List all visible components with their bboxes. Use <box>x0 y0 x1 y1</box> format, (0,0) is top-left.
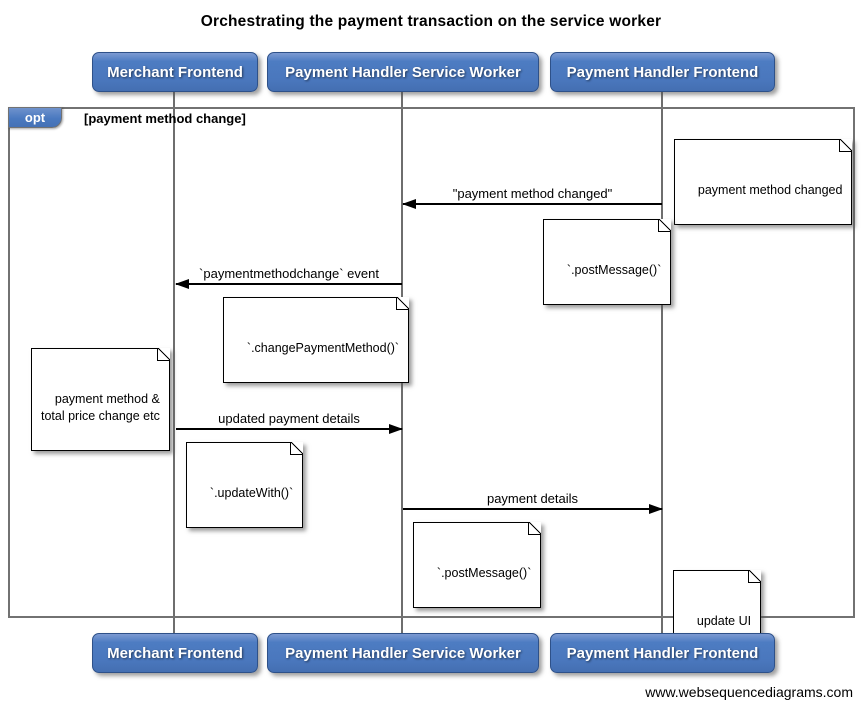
opt-operator-label: opt <box>24 110 46 125</box>
message-label: payment details <box>486 491 579 506</box>
note-text: update UI <box>696 614 752 628</box>
note-fold-icon <box>748 570 762 583</box>
note-text: `.postMessage()` <box>566 263 662 277</box>
opt-operator-tab: opt <box>8 107 62 128</box>
actor-label: Payment Handler Frontend <box>566 63 759 81</box>
arrowhead-left-icon <box>175 279 189 289</box>
message-paymentmethodchange-event: `paymentmethodchange` event <box>175 266 402 289</box>
actor-top-payment-handler-frontend: Payment Handler Frontend <box>550 52 775 92</box>
actor-label: Merchant Frontend <box>107 644 243 662</box>
opt-guard-label: [payment method change] <box>84 111 246 126</box>
message-label: `paymentmethodchange` event <box>199 266 379 281</box>
actor-top-payment-handler-service-worker: Payment Handler Service Worker <box>267 52 539 92</box>
note-postmessage-1: `.postMessage()` <box>543 219 672 305</box>
note-text: `.updateWith()` <box>209 486 294 500</box>
message-label: "payment method changed" <box>452 186 613 201</box>
actor-label: Payment Handler Service Worker <box>285 644 521 662</box>
actor-top-merchant-frontend: Merchant Frontend <box>92 52 258 92</box>
message-updated-payment-details: updated payment details <box>176 411 403 434</box>
lifeline-merchant-frontend <box>173 92 175 633</box>
opt-fragment-frame: opt [payment method change] <box>8 107 855 618</box>
arrowhead-left-icon <box>402 199 416 209</box>
note-postmessage-2: `.postMessage()` <box>413 522 542 608</box>
note-text: payment method changed <box>697 183 843 197</box>
note-fold-icon <box>156 348 170 361</box>
message-payment-details: payment details <box>403 491 663 514</box>
note-fold-icon <box>290 442 304 455</box>
note-payment-method-changed: payment method changed <box>674 139 853 225</box>
actor-label: Merchant Frontend <box>107 63 243 81</box>
note-text: `.postMessage()` <box>436 566 532 580</box>
note-text: `.changePaymentMethod()` <box>246 341 400 355</box>
arrowhead-right-icon <box>389 424 403 434</box>
note-changepaymentmethod: `.changePaymentMethod()` <box>223 297 410 383</box>
note-fold-icon <box>528 522 542 535</box>
diagram-title: Orchestrating the payment transaction on… <box>200 13 662 30</box>
note-updatewith: `.updateWith()` <box>186 442 304 528</box>
note-fold-icon <box>839 139 853 152</box>
note-fold-icon <box>396 297 410 310</box>
actor-bottom-payment-handler-service-worker: Payment Handler Service Worker <box>267 633 539 673</box>
note-payment-method-total-price: payment method & total price change etc <box>31 348 170 451</box>
note-fold-icon <box>658 219 672 232</box>
message-label: updated payment details <box>218 411 360 426</box>
actor-label: Payment Handler Service Worker <box>285 63 521 81</box>
note-text: payment method & total price change etc <box>41 392 160 423</box>
lifeline-payment-handler-frontend <box>661 92 663 633</box>
actor-label: Payment Handler Frontend <box>566 644 759 662</box>
watermark-websequencediagrams: www.websequencediagrams.com <box>645 684 853 700</box>
actor-bottom-payment-handler-frontend: Payment Handler Frontend <box>550 633 775 673</box>
actor-bottom-merchant-frontend: Merchant Frontend <box>92 633 258 673</box>
message-payment-method-changed: "payment method changed" <box>402 186 662 209</box>
arrowhead-right-icon <box>649 504 663 514</box>
